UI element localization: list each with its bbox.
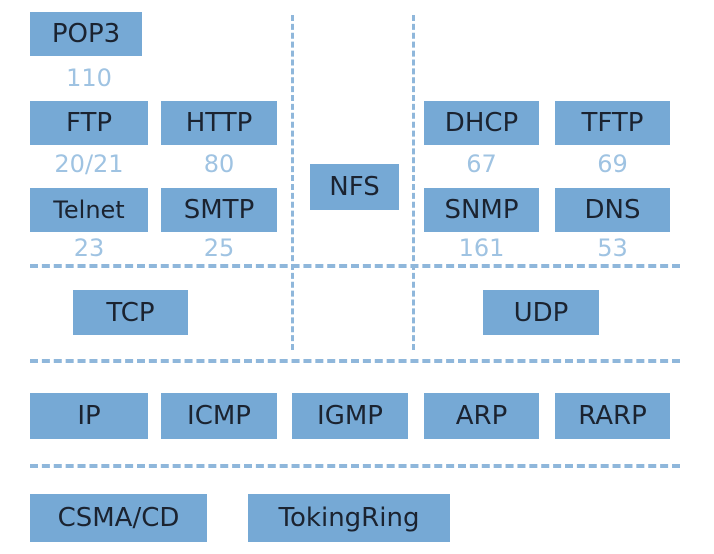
protocol-http: HTTP xyxy=(161,101,277,145)
protocol-ftp: FTP xyxy=(30,101,148,145)
protocol-csma-cd: CSMA/CD xyxy=(30,494,207,542)
protocol-rarp: RARP xyxy=(555,393,670,439)
protocol-icmp: ICMP xyxy=(161,393,277,439)
protocol-igmp: IGMP xyxy=(292,393,408,439)
port-smtp: 25 xyxy=(203,234,235,262)
port-ftp: 20/21 xyxy=(54,150,124,178)
protocol-udp: UDP xyxy=(483,290,599,335)
protocol-ip: IP xyxy=(30,393,148,439)
port-telnet: 23 xyxy=(73,234,105,262)
protocol-dns: DNS xyxy=(555,188,670,232)
protocol-arp: ARP xyxy=(424,393,539,439)
protocol-snmp: SNMP xyxy=(424,188,539,232)
protocol-pop3: POP3 xyxy=(30,12,142,56)
protocol-nfs: NFS xyxy=(310,164,399,210)
protocol-tftp: TFTP xyxy=(555,101,670,145)
port-pop3: 110 xyxy=(66,64,112,92)
port-tftp: 69 xyxy=(597,150,628,178)
protocol-token-ring: TokingRing xyxy=(248,494,450,542)
port-dns: 53 xyxy=(597,234,628,262)
port-dhcp: 67 xyxy=(466,150,497,178)
vertical-divider-right xyxy=(412,15,415,350)
port-snmp: 161 xyxy=(458,234,505,262)
layer-divider-application-transport xyxy=(30,264,680,268)
protocol-smtp: SMTP xyxy=(161,188,277,232)
layer-divider-network-link xyxy=(30,464,680,468)
protocol-telnet: Telnet xyxy=(30,188,148,232)
layer-divider-transport-network xyxy=(30,359,680,363)
protocol-tcp: TCP xyxy=(73,290,188,335)
vertical-divider-left xyxy=(291,15,294,350)
port-http: 80 xyxy=(203,150,235,178)
protocol-dhcp: DHCP xyxy=(424,101,539,145)
